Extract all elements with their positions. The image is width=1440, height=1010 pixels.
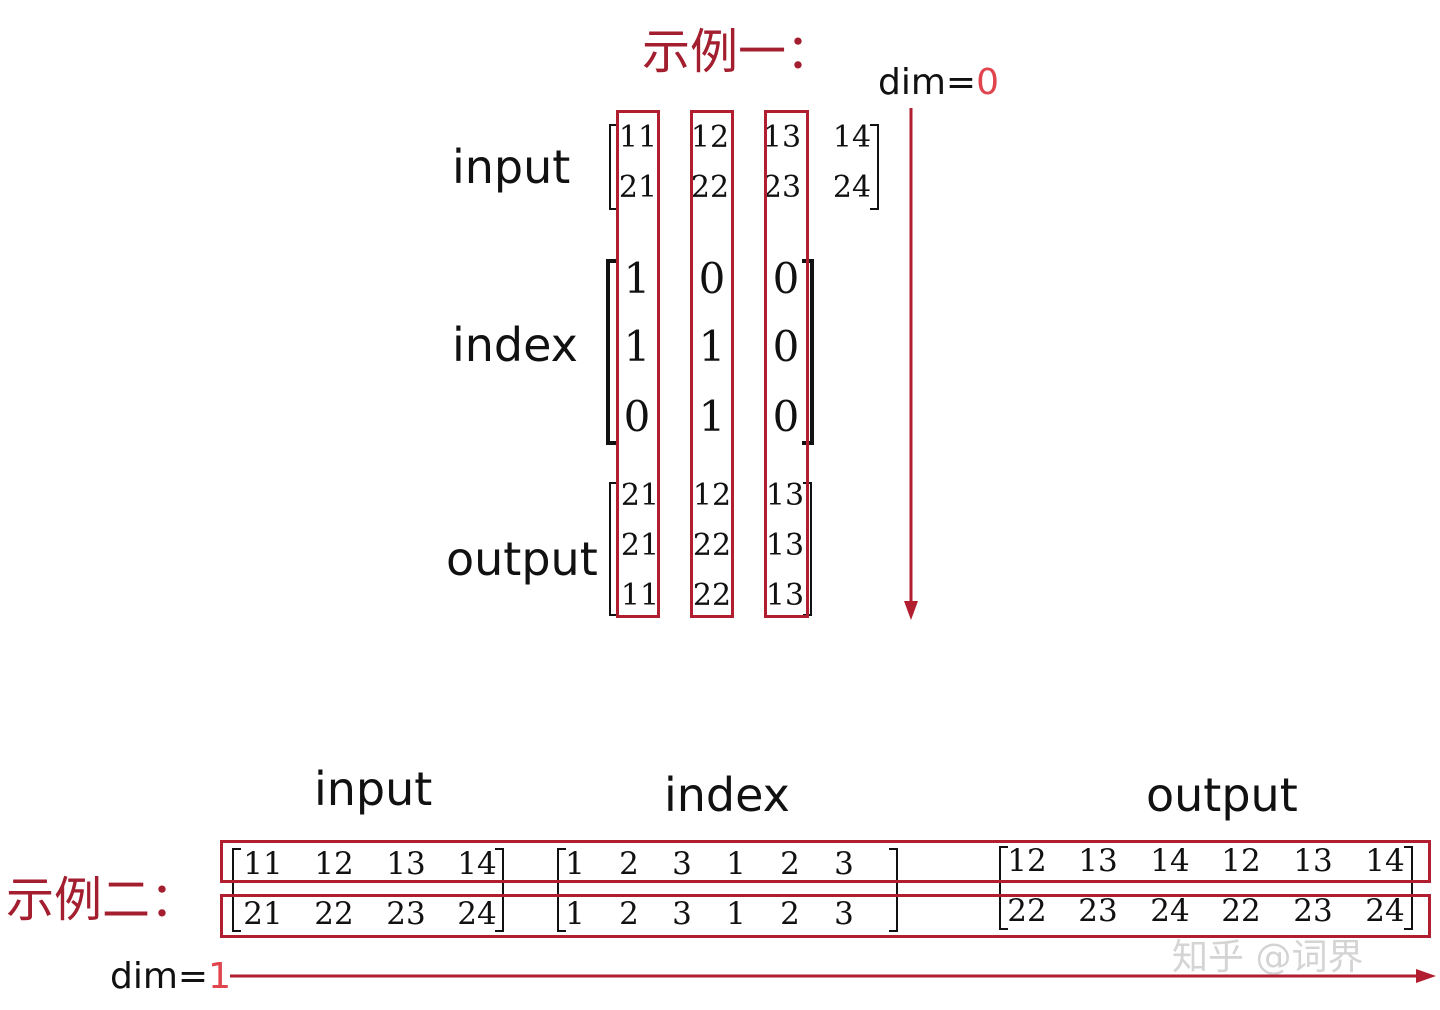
matrix-cell: 11 [243,846,283,882]
bracket-left [999,846,1008,930]
matrix-cell: 22 [314,896,354,932]
matrix-cell: 2 [619,846,639,882]
matrix-cell: 12 [1007,843,1047,879]
matrix-cell: 14 [1150,843,1190,879]
example1-index-label: index [452,318,578,372]
example2-dim-label: dim=1 [110,956,231,997]
matrix-cell: 0 [623,392,651,441]
example1-output-label: output [446,532,598,586]
matrix-cell: 0 [698,254,726,303]
matrix-cell: 12 [1221,843,1261,879]
matrix-cell: 14 [457,846,497,882]
matrix-cell: 12 [690,120,730,155]
row-highlight-box [220,840,1431,883]
matrix-cell: 1 [623,322,651,371]
example2-input-label: input [314,762,433,816]
matrix-cell: 2 [780,846,800,882]
row-highlight-box [220,894,1431,938]
dim1-arrow [230,969,1436,983]
dim-value: 1 [208,956,231,997]
dim-text: dim= [110,956,209,997]
matrix-cell: 13 [762,120,802,155]
matrix-cell: 24 [1150,893,1190,929]
matrix-cell: 0 [772,322,800,371]
bracket-right [889,848,898,932]
matrix-cell: 3 [834,846,854,882]
bracket-left [232,848,241,932]
matrix-cell: 23 [1078,893,1118,929]
matrix-cell: 14 [832,120,872,155]
matrix-cell: 0 [772,254,800,303]
matrix-cell: 3 [672,896,692,932]
matrix-cell: 1 [726,896,746,932]
bracket-left [609,124,618,210]
matrix-cell: 21 [618,170,658,205]
dim-text: dim= [878,62,977,103]
column-highlight-box [690,110,734,618]
matrix-cell: 22 [692,578,732,613]
matrix-cell: 1 [565,896,585,932]
example2-title: 示例二： [6,872,199,928]
matrix-cell: 13 [1078,843,1118,879]
column-highlight-box [616,110,660,618]
example1-dim-label: dim=0 [878,62,999,103]
bracket-left [557,848,566,932]
matrix-cell: 11 [620,578,660,613]
bracket-right [1404,846,1413,930]
matrix-cell: 12 [692,478,732,513]
matrix-cell: 1 [565,846,585,882]
matrix-cell: 2 [619,896,639,932]
matrix-cell: 21 [620,478,660,513]
matrix-cell: 13 [765,478,805,513]
bracket-left [606,259,618,445]
matrix-cell: 21 [243,896,283,932]
bracket-right [495,848,504,932]
matrix-cell: 23 [762,170,802,205]
matrix-cell: 22 [1007,893,1047,929]
matrix-cell: 1 [698,322,726,371]
example2-index-label: index [664,768,790,822]
matrix-cell: 3 [672,846,692,882]
dim-value: 0 [976,62,999,103]
bracket-right [870,124,879,210]
matrix-cell: 23 [386,896,426,932]
matrix-cell: 13 [765,578,805,613]
matrix-cell: 13 [1293,843,1333,879]
matrix-cell: 22 [1221,893,1261,929]
column-highlight-box [764,110,809,618]
example1-title: 示例一： [642,24,835,80]
matrix-cell: 24 [832,170,872,205]
matrix-cell: 22 [692,528,732,563]
matrix-cell: 1 [698,392,726,441]
matrix-cell: 12 [314,846,354,882]
matrix-cell: 13 [386,846,426,882]
matrix-cell: 2 [780,896,800,932]
dim0-arrow [904,108,918,620]
matrix-cell: 22 [690,170,730,205]
matrix-cell: 1 [623,254,651,303]
bracket-left [609,482,618,616]
matrix-cell: 21 [620,528,660,563]
matrix-cell: 13 [765,528,805,563]
example1-input-label: input [452,140,571,194]
watermark-text: 知乎 @词界 [1172,937,1364,978]
matrix-cell: 23 [1293,893,1333,929]
matrix-cell: 3 [834,896,854,932]
matrix-cell: 24 [1365,893,1405,929]
example2-output-label: output [1146,768,1298,822]
matrix-cell: 0 [772,392,800,441]
matrix-cell: 1 [726,846,746,882]
matrix-cell: 24 [457,896,497,932]
matrix-cell: 11 [618,120,658,155]
matrix-cell: 14 [1365,843,1405,879]
